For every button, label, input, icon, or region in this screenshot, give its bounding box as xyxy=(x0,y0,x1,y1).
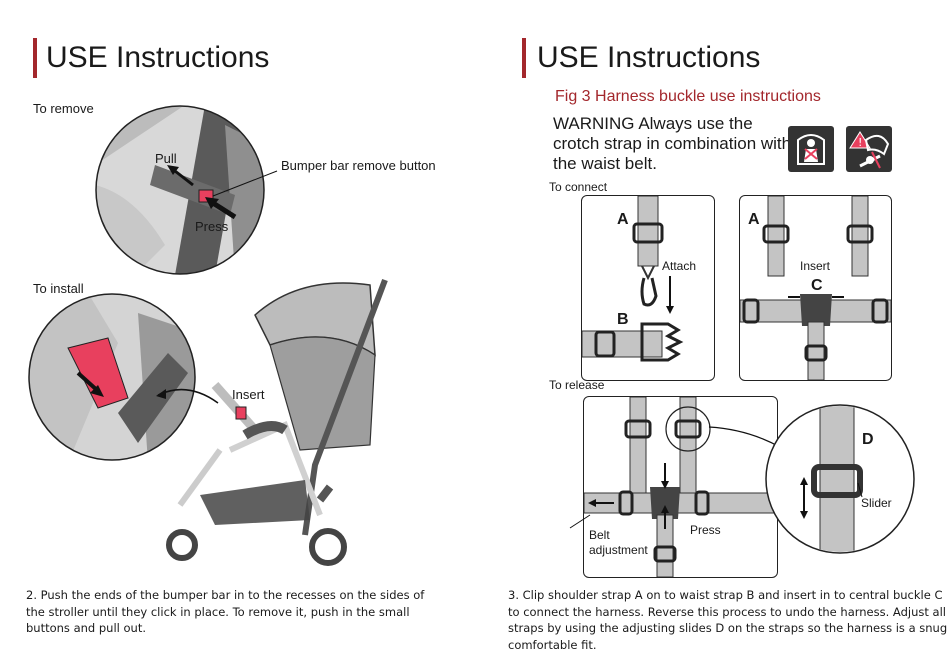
slider-detail-illustration xyxy=(766,405,916,555)
right-paragraph: 3. Clip shoulder strap A on to waist str… xyxy=(508,587,948,653)
letter-d: D xyxy=(862,431,874,449)
slider-label: Slider xyxy=(861,496,892,510)
